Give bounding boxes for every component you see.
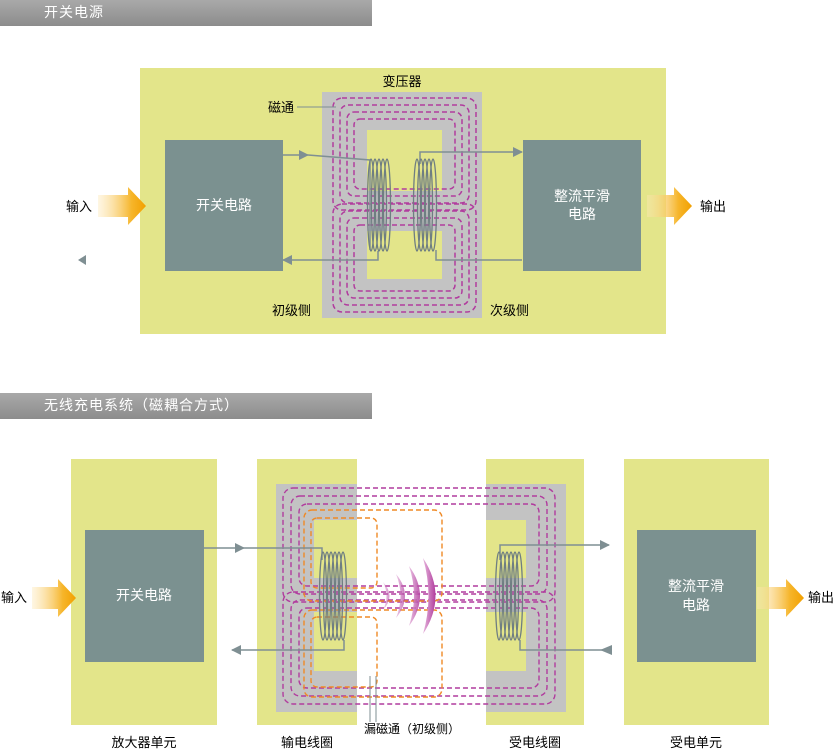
top-return-arrowhead bbox=[78, 255, 86, 265]
rectifier-block bbox=[523, 140, 641, 271]
leak-flux-leaders bbox=[369, 676, 377, 722]
tx-core bbox=[276, 484, 357, 712]
output-label: 输出 bbox=[700, 199, 726, 215]
magnetic-flux-loops bbox=[332, 97, 477, 313]
transformer-core bbox=[322, 92, 482, 318]
bottom-rectifier-label-line2: 电路 bbox=[682, 598, 710, 614]
switch-circuit-label: 开关电路 bbox=[196, 198, 252, 214]
rectifier-label-line2: 电路 bbox=[568, 207, 596, 223]
bottom-return-arrowhead bbox=[600, 645, 612, 655]
leakage-flux-loops bbox=[303, 509, 443, 698]
input-arrow-icon bbox=[98, 187, 146, 225]
leak-flux-label: 漏磁通（初级侧） bbox=[364, 721, 460, 736]
field-wave-icon bbox=[383, 558, 436, 634]
tx-coil bbox=[318, 551, 348, 641]
bottom-rectifier-block bbox=[637, 530, 756, 662]
bottom-output-label: 输出 bbox=[808, 590, 834, 606]
section-title-switching-power: 开关电源 bbox=[0, 0, 372, 26]
transformer-label: 变压器 bbox=[382, 74, 421, 90]
secondary-coil bbox=[412, 158, 438, 252]
rx-coil-label: 受电线圈 bbox=[509, 736, 561, 750]
amp-unit-label: 放大器单元 bbox=[111, 736, 176, 750]
secondary-side-label: 次级侧 bbox=[490, 303, 529, 319]
bottom-input-label: 输入 bbox=[1, 590, 27, 606]
flux-label: 磁通 bbox=[268, 101, 294, 116]
rx-core bbox=[486, 484, 566, 712]
switch-circuit-block bbox=[165, 140, 283, 271]
rx-coil bbox=[494, 551, 524, 641]
rx-unit-label: 受电单元 bbox=[670, 736, 722, 750]
section-title-wireless-charging: 无线充电系统（磁耦合方式） bbox=[0, 393, 372, 419]
primary-coil bbox=[366, 158, 392, 252]
bottom-output-arrow-icon bbox=[757, 579, 804, 617]
bottom-switch-circuit-block bbox=[85, 530, 204, 662]
rectifier-label-line1: 整流平滑 bbox=[554, 188, 610, 205]
bottom-rectifier-label-line1: 整流平滑 bbox=[668, 578, 724, 595]
input-label: 输入 bbox=[66, 199, 92, 215]
bottom-switch-circuit-label: 开关电路 bbox=[116, 588, 172, 604]
tx-coil-label: 输电线圈 bbox=[281, 735, 333, 750]
primary-side-label: 初级侧 bbox=[272, 304, 311, 319]
output-arrow-icon bbox=[647, 187, 692, 225]
bottom-input-arrow-icon bbox=[32, 579, 76, 617]
